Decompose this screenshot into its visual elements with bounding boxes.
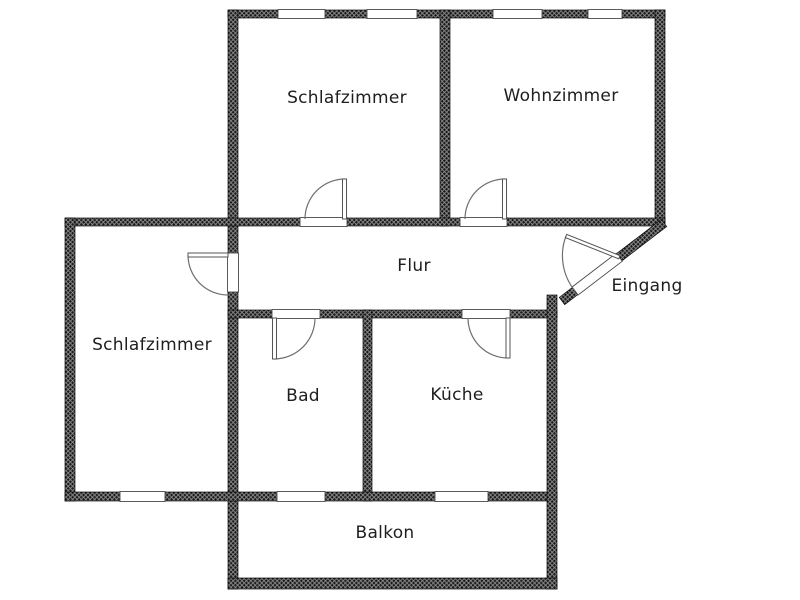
doors (187, 178, 621, 360)
door-bedroom-left (187, 252, 229, 296)
window-bedroom-top-1 (277, 9, 326, 19)
window-bath-balcony (276, 491, 326, 502)
wall-balcony-bottom (227, 577, 558, 590)
door-leaf (564, 233, 621, 260)
door-leaf (502, 178, 507, 220)
door-kitchen (467, 317, 511, 359)
door-bedroom-top (304, 178, 347, 220)
room-label-schlafzimmer-top: Schlafzimmer (287, 88, 407, 108)
wall-hall-top (64, 217, 666, 227)
wall-top-bedroom-left (227, 9, 239, 227)
door-leaf (505, 317, 511, 359)
window-bedroom-left (119, 491, 166, 502)
door-leaf (187, 252, 229, 258)
door-opening-bedroom-top (299, 217, 348, 227)
door-leaf (272, 317, 277, 360)
room-label-schlafzimmer-left: Schlafzimmer (92, 335, 212, 355)
window-kitchen-balcony (434, 491, 489, 502)
door-swing-arc (274, 317, 316, 360)
windows (119, 9, 623, 502)
entrance-label: Eingang (611, 276, 683, 296)
room-label-wohnzimmer: Wohnzimmer (503, 86, 619, 106)
room-label-kueche: Küche (430, 385, 484, 405)
door-swing-arc (464, 178, 506, 220)
window-livingroom-1 (492, 9, 543, 19)
door-opening-livingroom (459, 217, 508, 227)
door-livingroom (464, 178, 507, 220)
door-openings (227, 217, 623, 319)
wall-bath-kitchen-divider (362, 309, 373, 502)
door-opening-entrance (571, 252, 623, 296)
room-label-balkon: Balkon (355, 523, 415, 543)
window-bedroom-top-2 (366, 9, 418, 19)
room-label-flur: Flur (397, 256, 431, 276)
door-swing-arc (187, 254, 229, 296)
door-opening-kitchen (461, 309, 511, 319)
door-swing-arc (561, 235, 576, 292)
wall-between-top-rooms (439, 9, 451, 227)
door-leaf (342, 178, 347, 220)
wall-left-exterior (64, 217, 76, 502)
door-bath (272, 317, 316, 360)
door-entrance (561, 233, 621, 292)
door-opening-bedroom-left (227, 252, 239, 293)
door-opening-bath (271, 309, 321, 319)
room-label-bad: Bad (286, 386, 320, 406)
wall-livingroom-right (654, 9, 666, 224)
door-swing-arc (467, 317, 509, 359)
window-livingroom-2 (587, 9, 623, 19)
wall-right-kitchen-balcony (546, 294, 558, 590)
door-swing-arc (304, 178, 346, 220)
